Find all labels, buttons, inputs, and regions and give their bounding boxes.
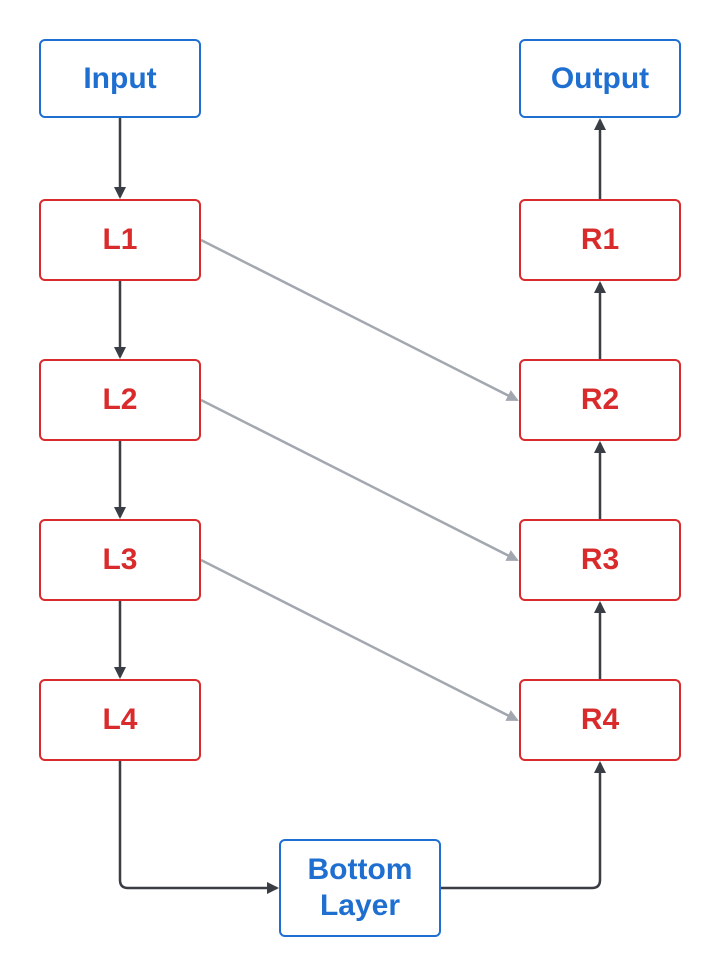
layer-node-r4-label: R4	[580, 703, 620, 736]
skip-l1-r2	[200, 238, 519, 402]
bottom-layer-node-label: Bottom Layer	[307, 853, 413, 922]
input-node-label: Input	[83, 61, 157, 95]
layer-node-l3-label: L3	[102, 543, 138, 576]
edge-bottom-r4	[441, 761, 606, 890]
layer-node-l3: L3	[39, 519, 201, 601]
output-node-label: Output	[550, 61, 650, 95]
skip-l3-r4	[200, 558, 519, 722]
layer-node-r4: R4	[519, 679, 681, 761]
bottom-layer-node: Bottom Layer	[279, 839, 441, 937]
skip-l2-r3	[200, 398, 519, 562]
layer-node-r3: R3	[519, 519, 681, 601]
layer-node-r1: R1	[519, 199, 681, 281]
layer-node-r2: R2	[519, 359, 681, 441]
input-node: Input	[39, 39, 201, 118]
layer-node-l2-label: L2	[102, 383, 138, 416]
edge-l4-bottom	[118, 761, 279, 894]
layer-node-l2: L2	[39, 359, 201, 441]
output-node: Output	[519, 39, 681, 118]
layer-node-l1: L1	[39, 199, 201, 281]
layer-node-r1-label: R1	[580, 223, 620, 256]
layer-node-r3-label: R3	[580, 543, 620, 576]
layer-node-r2-label: R2	[580, 383, 620, 416]
layer-node-l4-label: L4	[102, 703, 138, 736]
layer-node-l4: L4	[39, 679, 201, 761]
layer-node-l1-label: L1	[102, 223, 138, 256]
